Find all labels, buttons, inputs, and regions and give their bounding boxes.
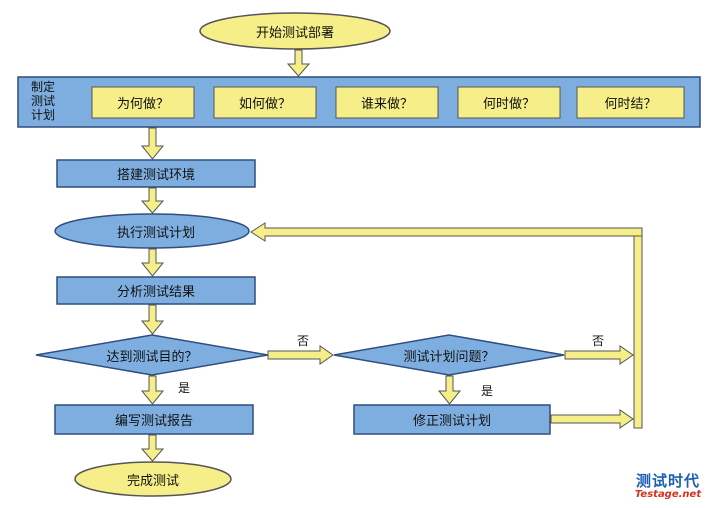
setup-env-box [56, 159, 256, 188]
plan-item-how: 如何做？ [238, 97, 291, 112]
plan-item-box [457, 86, 561, 119]
plan-item-when: 何时做？ [482, 97, 535, 112]
arrow-execute-to-analyze [140, 248, 165, 277]
flow-arrows [140, 49, 643, 462]
problem-decision-label: 测试计划问题？ [403, 349, 495, 365]
plan-item-end: 何时结？ [604, 97, 657, 112]
arrow-problem-to-loop [564, 345, 634, 365]
arrow-report-to-finish [140, 434, 165, 462]
revise-plan-label: 修正测试计划 [412, 414, 491, 429]
start-label: 开始测试部署 [255, 25, 334, 41]
goal-yes-label: 是 [178, 381, 191, 395]
analyze-results-label: 分析测试结果 [116, 285, 195, 300]
plan-item-who: 谁来做？ [360, 97, 413, 112]
logo-name: 测试时代 [635, 472, 700, 490]
plan-item-box [335, 86, 439, 119]
arrow-analyze-to-goal [140, 304, 165, 335]
arrow-revise-to-loop [550, 409, 634, 429]
plan-title: 制定 测试 计划 [28, 80, 58, 122]
arrow-goal-to-report [140, 375, 165, 405]
plan-item-box [91, 86, 195, 119]
problem-no-label: 否 [592, 334, 605, 348]
plan-item-boxes [91, 86, 685, 119]
arrow-problem-to-revise [437, 375, 462, 405]
arrow-goal-to-problem [267, 345, 334, 365]
loop-return-arrow [250, 222, 643, 242]
execute-plan-label: 执行测试计划 [116, 225, 195, 241]
testage-logo: 测试时代 Testage.net [627, 470, 709, 500]
start-oval [199, 12, 391, 50]
plan-item-why: 为何做？ [116, 97, 169, 112]
arrow-setup-to-execute [140, 187, 165, 214]
arrow-start-to-plan [286, 49, 311, 77]
loop-vertical-bar [633, 227, 643, 429]
problem-decision [333, 334, 565, 376]
finish-oval [74, 461, 232, 497]
write-report-box [54, 404, 254, 435]
plan-title-text: 制定 测试 计划 [30, 80, 55, 122]
setup-env-label: 搭建测试环境 [116, 168, 195, 183]
goal-no-label: 否 [297, 334, 310, 348]
arrow-plan-to-setup [140, 127, 165, 160]
goal-decision-label: 达到测试目的？ [106, 349, 198, 365]
problem-yes-label: 是 [481, 384, 494, 398]
finish-label: 完成测试 [126, 473, 179, 489]
revise-plan-box [353, 404, 551, 435]
execute-plan-oval [54, 213, 250, 249]
analyze-results-box [56, 276, 256, 305]
plan-item-box [213, 86, 317, 119]
write-report-label: 编写测试报告 [114, 414, 193, 429]
plan-item-box [576, 86, 685, 119]
logo-url: Testage.net [634, 489, 702, 500]
